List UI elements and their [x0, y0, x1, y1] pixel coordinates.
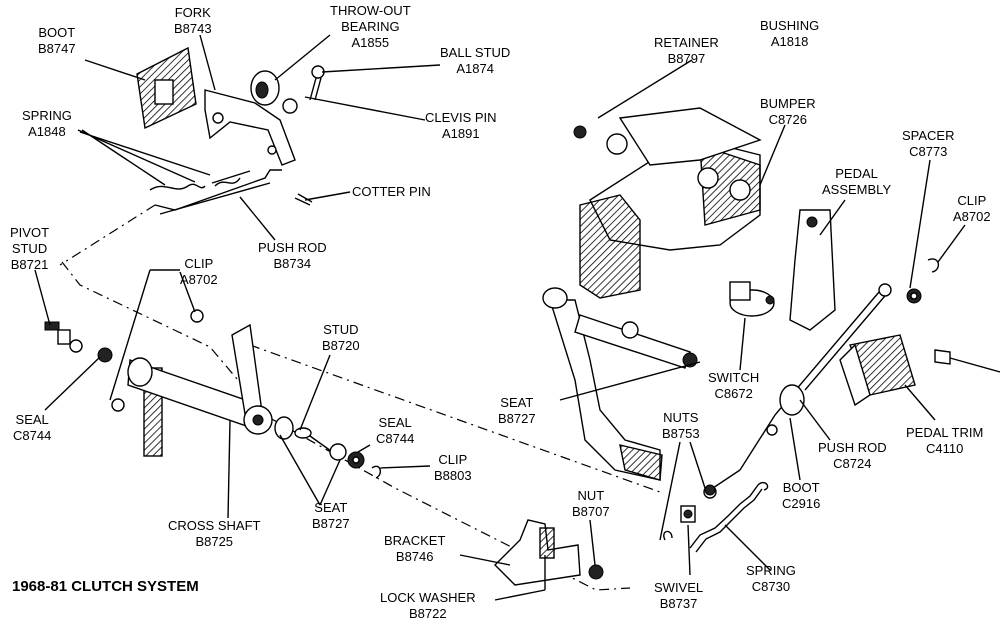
spring-c8730-shape — [689, 481, 769, 553]
spring-a1848-shape — [149, 170, 251, 191]
cross-shaft-shape — [111, 309, 294, 457]
switch-c8672-shape — [729, 281, 775, 317]
stud-b8720-shape — [294, 427, 365, 469]
clip-a8702-right-shape — [927, 258, 939, 273]
throwout-bearing-shape — [250, 70, 298, 114]
fork-b8743-shape — [204, 89, 296, 166]
seal-c8744-left-shape — [97, 347, 113, 363]
diagram-title: 1968-81 CLUTCH SYSTEM — [12, 578, 199, 595]
centerline-pedal — [249, 344, 661, 493]
push-rod-b8734-shape — [154, 169, 282, 215]
ball-stud-shape — [309, 65, 325, 101]
pedal-support-shape — [573, 107, 836, 331]
boot-b8747-shape — [136, 46, 197, 130]
bracket-b8746-shape — [494, 519, 604, 586]
clip-b8803-shape — [371, 465, 382, 479]
pedal-trim-shape — [839, 334, 916, 407]
swivel-b8737-shape — [663, 484, 716, 541]
centerline-pushrod — [59, 204, 156, 266]
leader-lines — [34, 34, 966, 601]
label-cotterpin: COTTER PIN — [352, 184, 431, 199]
spacer-c8773-hole — [910, 292, 918, 300]
connector-shape — [934, 349, 1000, 373]
clutch-pedal-shape — [542, 287, 698, 481]
pivot-stud-shape — [44, 321, 83, 353]
cotter-pin-shape — [294, 193, 313, 206]
